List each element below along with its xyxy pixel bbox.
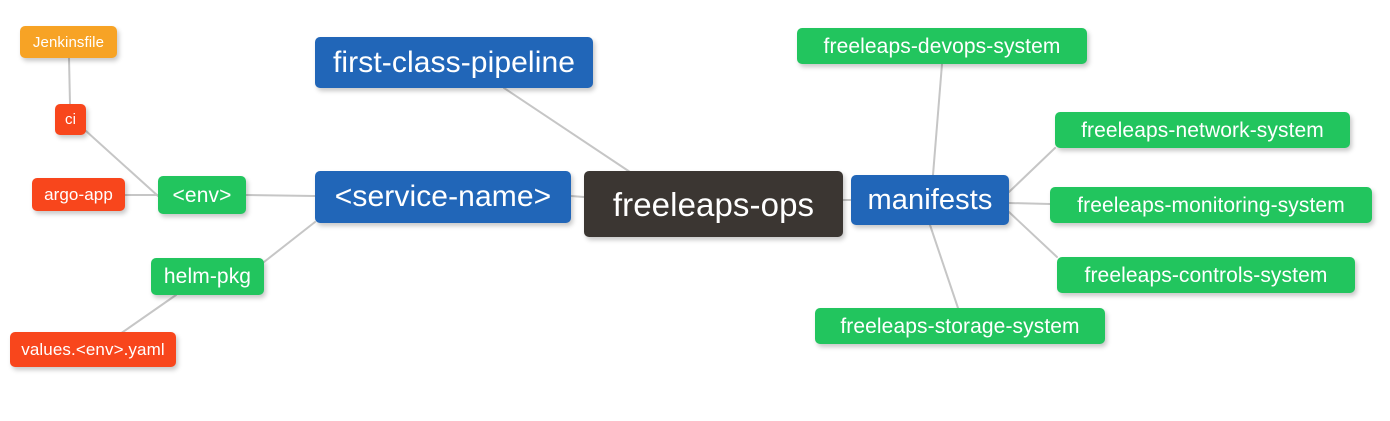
mindmap-node-ci[interactable]: ci bbox=[55, 104, 86, 135]
edge-helm-pkg-to-values-env-yaml bbox=[119, 294, 177, 335]
mindmap-node-freeleaps-controls-system[interactable]: freeleaps-controls-system bbox=[1057, 257, 1355, 293]
node-label-freeleaps-monitoring-system: freeleaps-monitoring-system bbox=[1077, 193, 1345, 217]
mindmap-node-freeleaps-devops-system[interactable]: freeleaps-devops-system bbox=[797, 28, 1087, 64]
edge-manifests-to-freeleaps-network-system bbox=[1008, 147, 1056, 193]
node-label-ci: ci bbox=[64, 111, 77, 128]
mindmap-node-jenkinsfile[interactable]: Jenkinsfile bbox=[20, 26, 117, 58]
mindmap-node-freeleaps-ops[interactable]: freeleaps-ops bbox=[584, 171, 843, 237]
edge-manifests-to-freeleaps-devops-system bbox=[932, 63, 943, 176]
edge-jenkinsfile-to-ci bbox=[68, 57, 71, 105]
node-label-values-env-yaml: values.<env>.yaml bbox=[21, 340, 165, 359]
mindmap-node-argo-app[interactable]: argo-app bbox=[32, 178, 125, 211]
mindmap-node-helm-pkg[interactable]: helm-pkg bbox=[151, 258, 264, 295]
edge-env-to-service-name bbox=[245, 194, 316, 197]
mindmap-node-manifests[interactable]: manifests bbox=[851, 175, 1009, 225]
node-label-freeleaps-controls-system: freeleaps-controls-system bbox=[1084, 263, 1328, 287]
edge-service-name-to-helm-pkg bbox=[263, 221, 316, 263]
node-label-argo-app: argo-app bbox=[44, 185, 113, 204]
edge-manifests-to-freeleaps-monitoring-system bbox=[1008, 202, 1051, 205]
mindmap-node-freeleaps-network-system[interactable]: freeleaps-network-system bbox=[1055, 112, 1350, 148]
node-label-service-name: <service-name> bbox=[334, 180, 552, 213]
node-label-freeleaps-ops: freeleaps-ops bbox=[612, 185, 815, 223]
node-label-manifests: manifests bbox=[867, 183, 993, 216]
mindmap-node-freeleaps-storage-system[interactable]: freeleaps-storage-system bbox=[815, 308, 1105, 344]
node-label-freeleaps-network-system: freeleaps-network-system bbox=[1081, 118, 1324, 142]
node-label-helm-pkg: helm-pkg bbox=[163, 265, 252, 288]
node-label-jenkinsfile: Jenkinsfile bbox=[32, 33, 105, 51]
node-label-freeleaps-devops-system: freeleaps-devops-system bbox=[823, 34, 1061, 58]
mindmap-node-first-class-pipeline[interactable]: first-class-pipeline bbox=[315, 37, 593, 88]
mindmap-node-env[interactable]: <env> bbox=[158, 176, 246, 214]
edge-first-class-pipeline-to-freeleaps-ops bbox=[503, 87, 631, 173]
edge-service-name-to-freeleaps-ops bbox=[570, 195, 585, 198]
node-label-first-class-pipeline: first-class-pipeline bbox=[332, 45, 576, 79]
mindmap-node-values-env-yaml[interactable]: values.<env>.yaml bbox=[10, 332, 176, 367]
node-label-env: <env> bbox=[172, 183, 232, 207]
mindmap-node-service-name[interactable]: <service-name> bbox=[315, 171, 571, 223]
edge-manifests-to-freeleaps-storage-system bbox=[929, 224, 959, 309]
mindmap-node-freeleaps-monitoring-system[interactable]: freeleaps-monitoring-system bbox=[1050, 187, 1372, 223]
node-label-freeleaps-storage-system: freeleaps-storage-system bbox=[840, 314, 1080, 338]
